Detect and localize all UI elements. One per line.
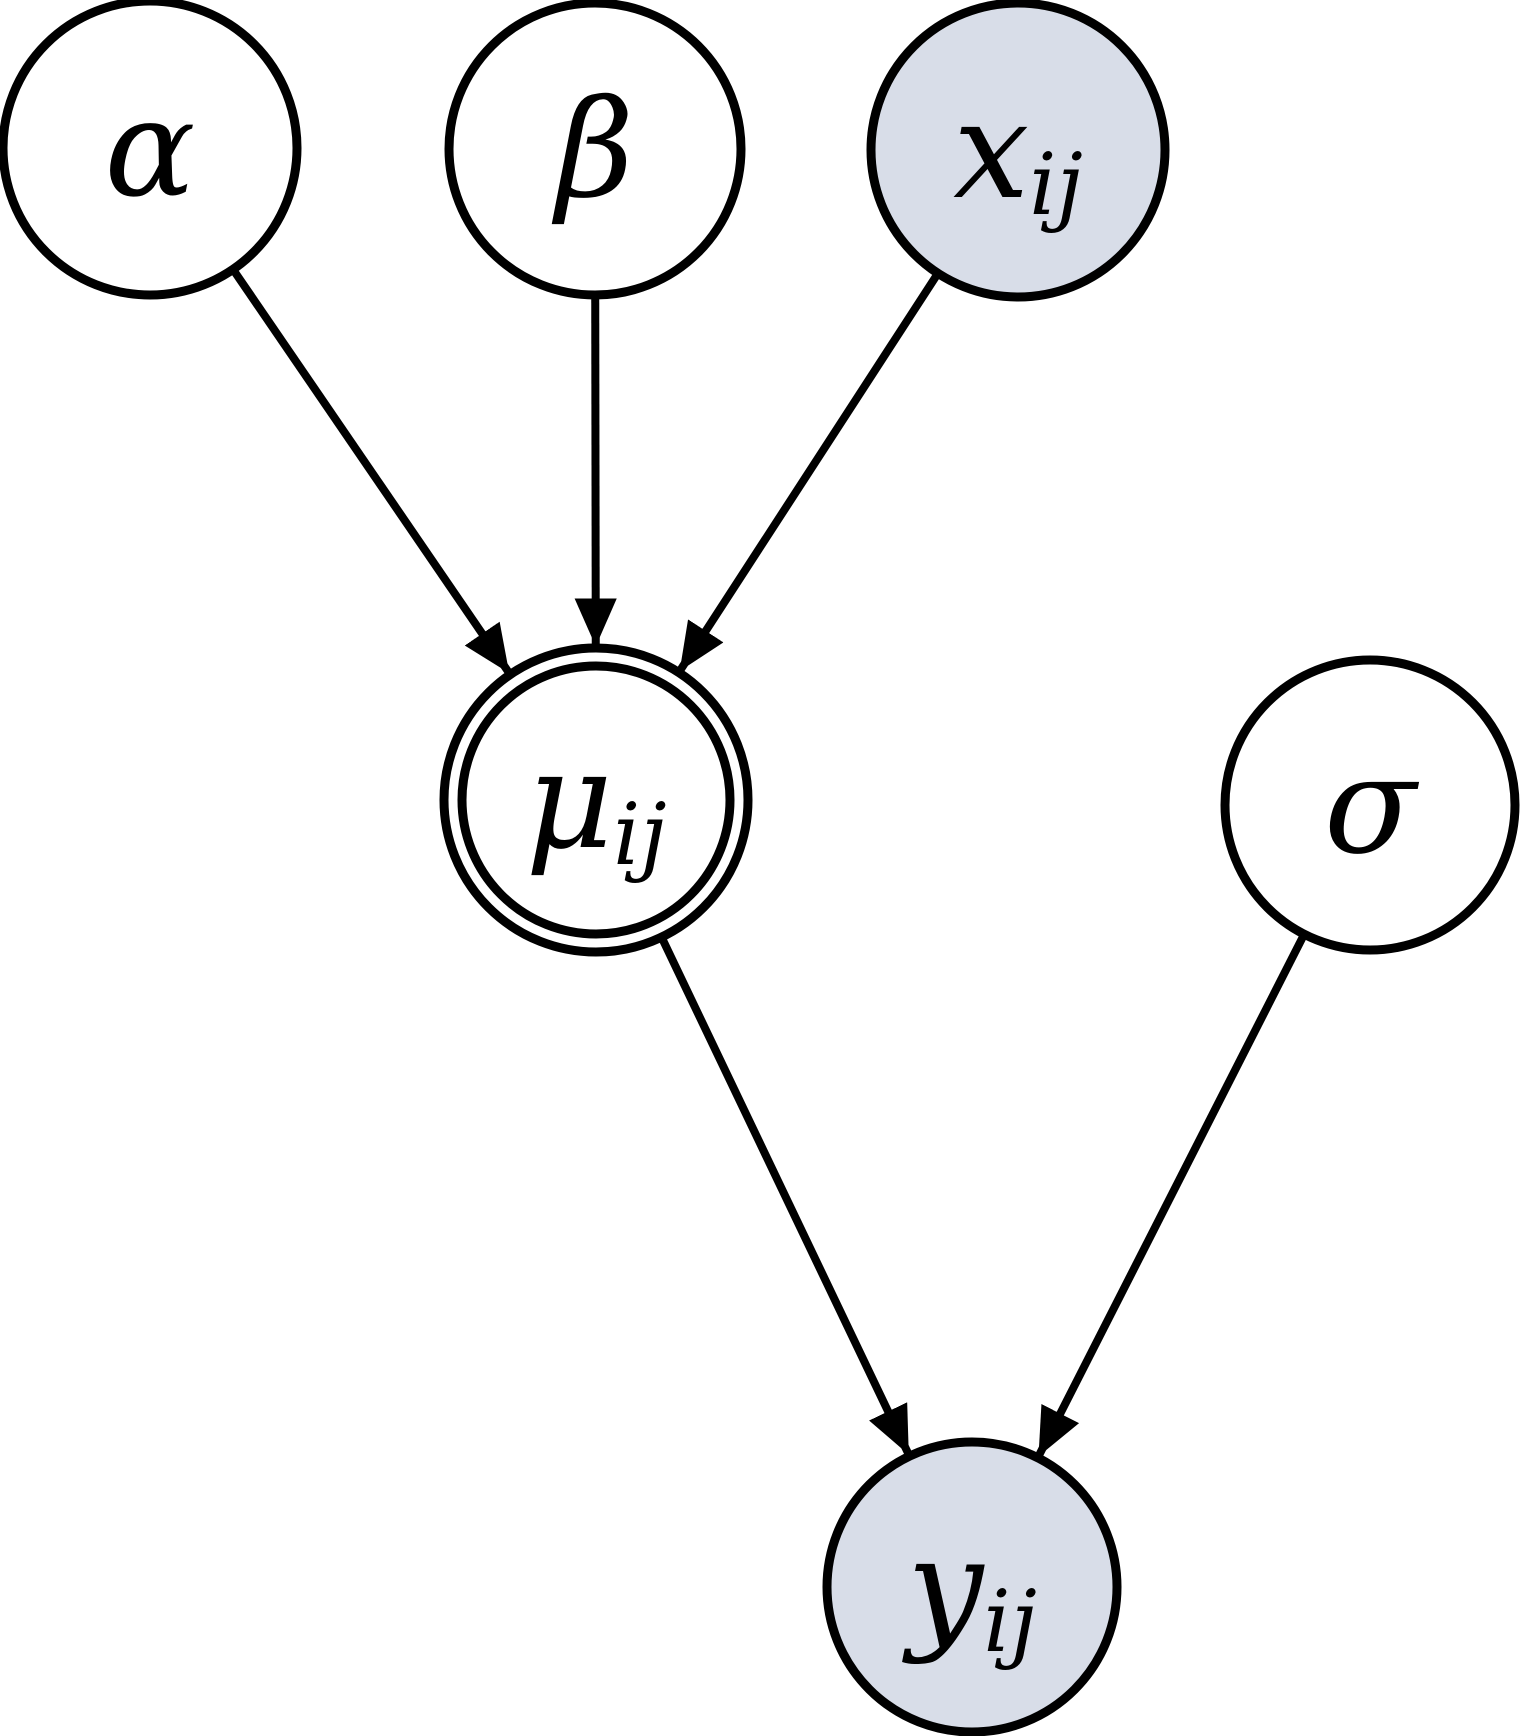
node-label-alpha: α bbox=[104, 70, 195, 227]
edges-layer bbox=[229, 267, 1308, 1457]
node-circle-y_ij bbox=[822, 1437, 1122, 1736]
node-y_ij: yij bbox=[822, 1437, 1122, 1736]
node-circle-x_ij bbox=[866, 0, 1170, 302]
node-label-y_ij: yij bbox=[901, 1509, 1037, 1672]
node-alpha: α bbox=[0, 0, 302, 300]
edge-sigma-to-y_ij bbox=[1036, 932, 1308, 1457]
node-x_ij: xij bbox=[866, 0, 1170, 302]
node-label-mu_ij: μij bbox=[525, 722, 666, 885]
node-inner-ring-mu_ij bbox=[457, 661, 735, 939]
edge-x_ij-to-mu_ij bbox=[677, 271, 942, 672]
edge-mu_ij-to-y_ij bbox=[657, 935, 912, 1455]
edge-alpha-to-mu_ij bbox=[229, 267, 512, 674]
node-circle-mu_ij bbox=[439, 643, 753, 957]
node-circle-sigma bbox=[1220, 655, 1520, 955]
edge-beta-to-mu_ij bbox=[574, 294, 617, 647]
node-label-beta: β bbox=[551, 71, 634, 228]
node-circle-alpha bbox=[0, 0, 302, 300]
node-label-sigma: σ bbox=[1324, 727, 1420, 884]
node-circle-beta bbox=[444, 0, 746, 300]
node-label-x_ij: xij bbox=[953, 72, 1083, 235]
node-beta: β bbox=[444, 0, 746, 300]
node-mu_ij: μij bbox=[439, 643, 753, 957]
node-sigma: σ bbox=[1220, 655, 1520, 955]
